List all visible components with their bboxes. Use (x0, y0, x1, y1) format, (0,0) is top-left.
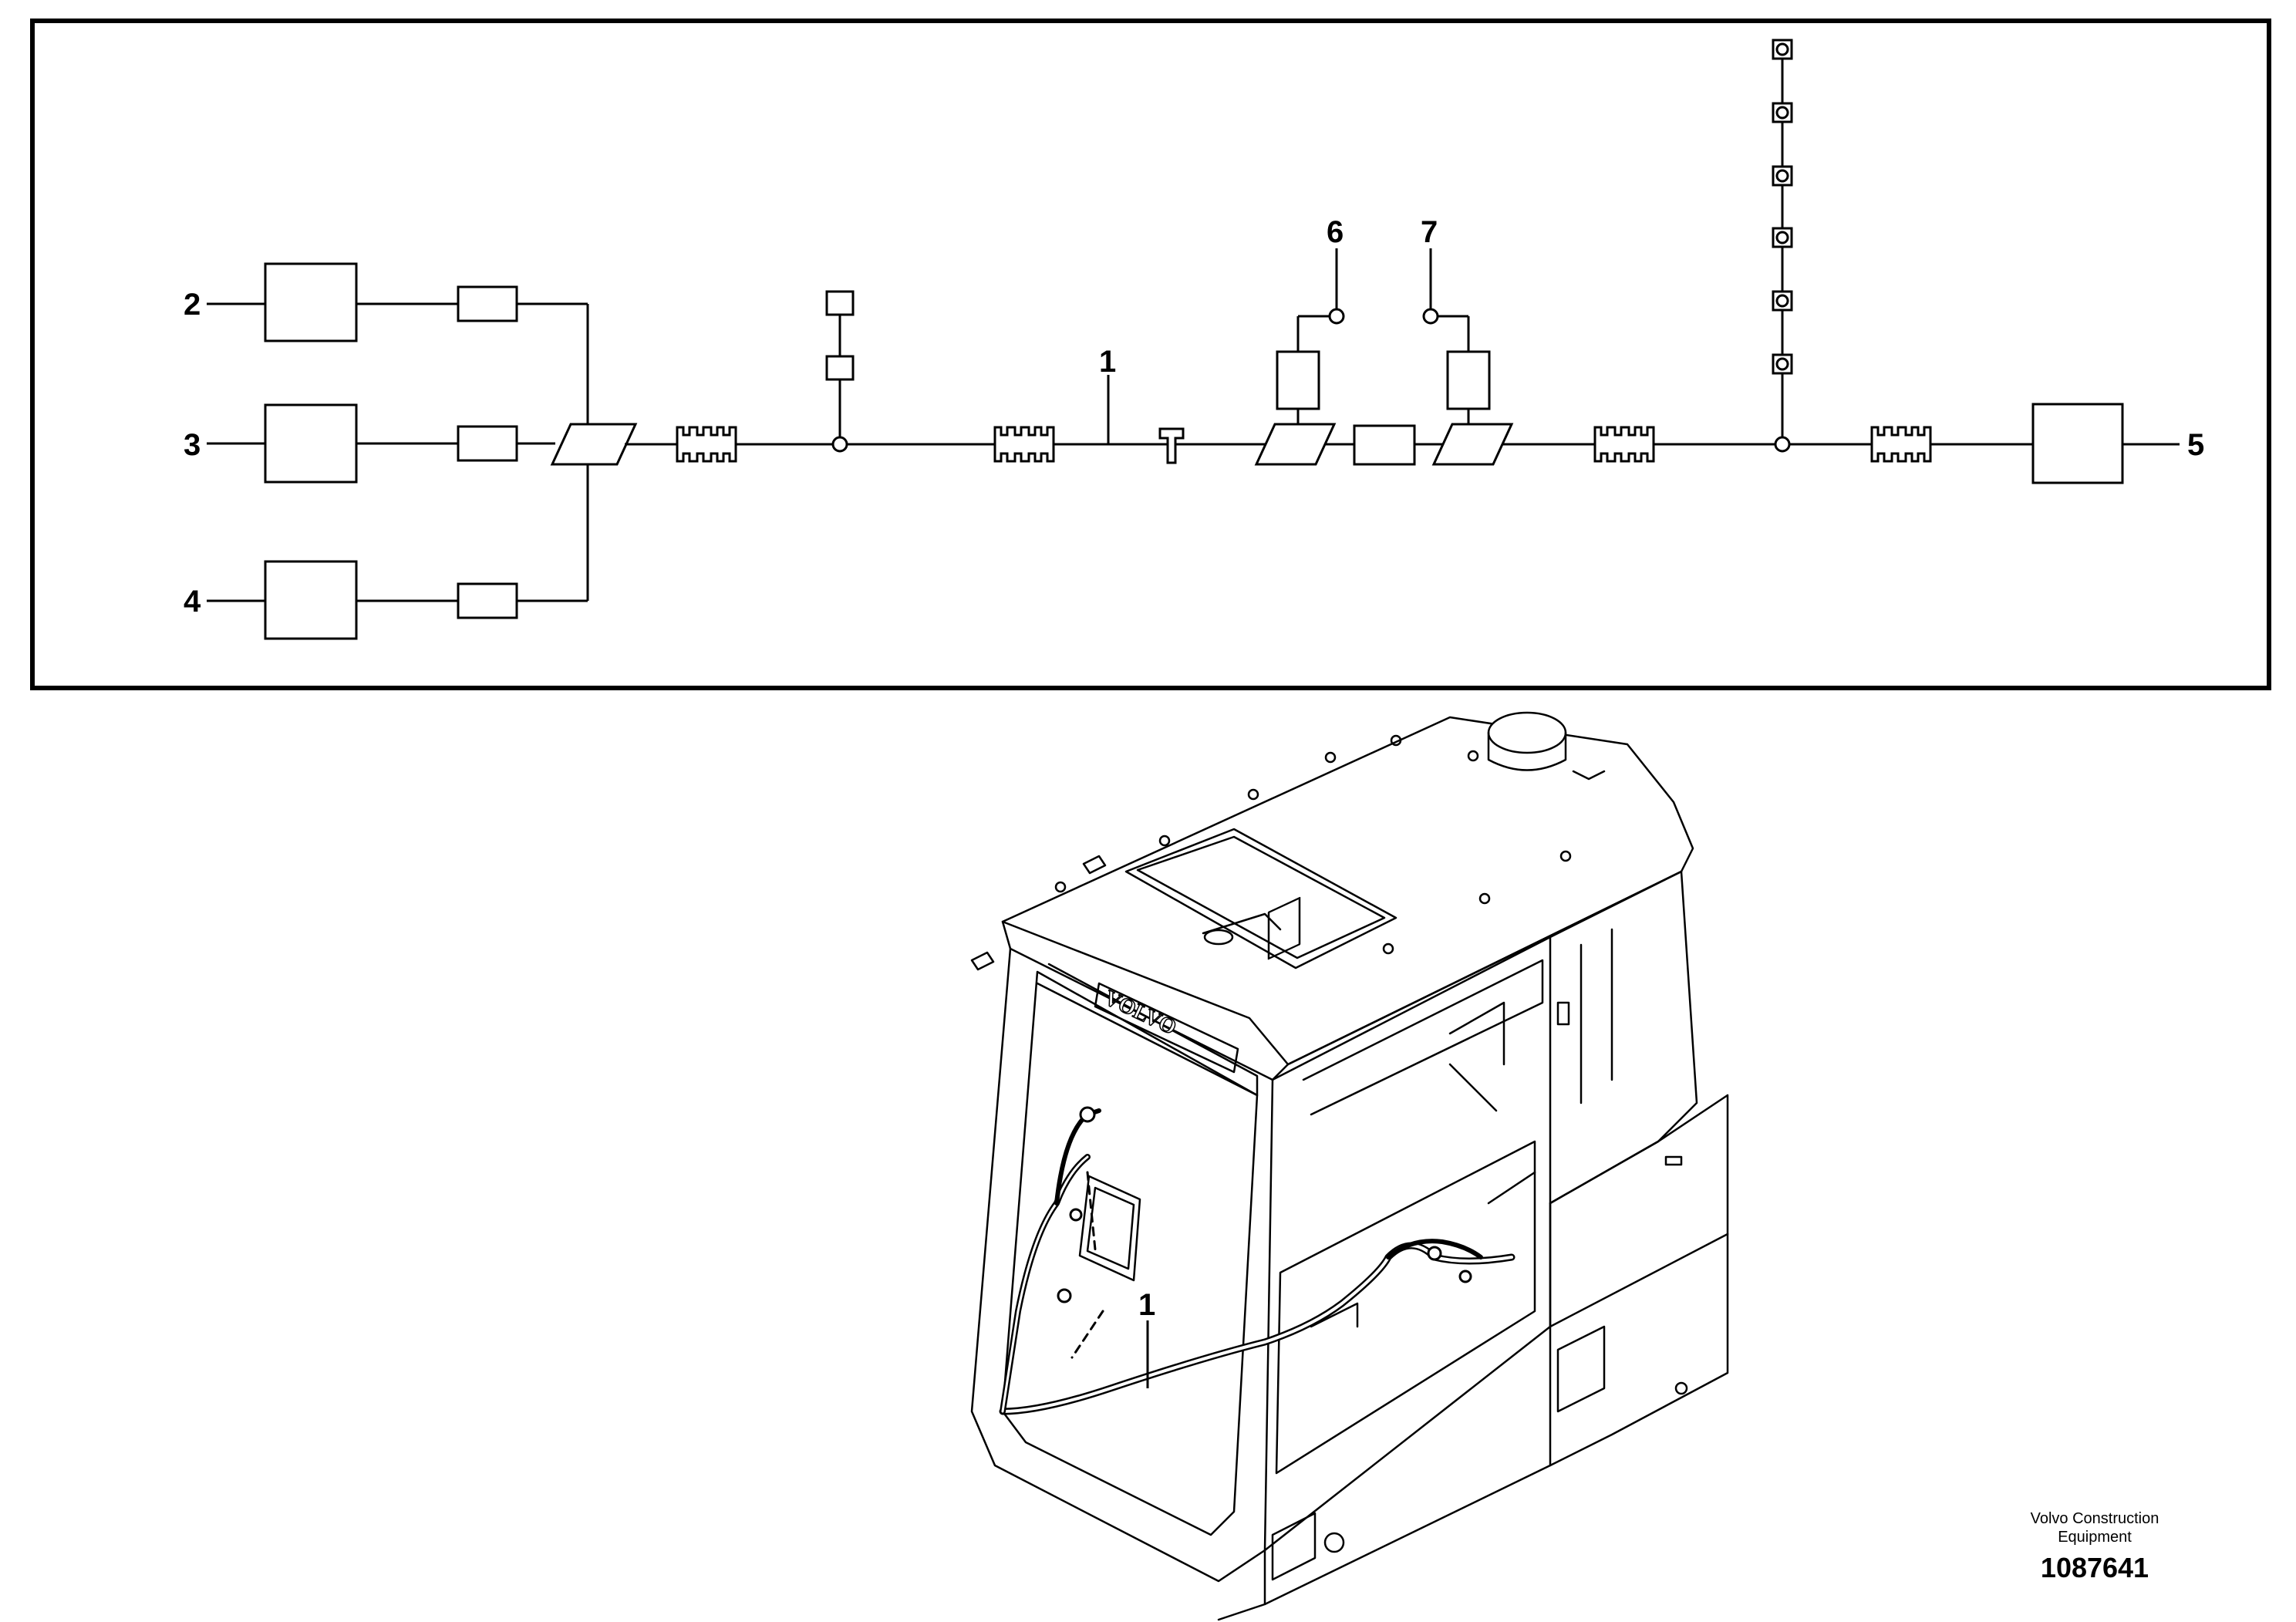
harness-branch-right (1386, 1239, 1483, 1259)
splice-connector (1431, 423, 1514, 466)
splice-connector (550, 423, 638, 466)
chain-connector (1772, 102, 1793, 123)
small-connector (825, 355, 855, 381)
splice-connector (1254, 423, 1337, 466)
module-2 (264, 262, 358, 342)
junction-node (831, 436, 848, 453)
inline-connector (993, 426, 1055, 463)
small-connector (457, 425, 518, 462)
roof-hatch (1124, 828, 1397, 969)
wire-harness (999, 1106, 1515, 1415)
company-name-line1: Volvo Construction (2030, 1510, 2159, 1527)
chain-connector (1772, 165, 1793, 187)
chain-connector (1772, 353, 1793, 375)
t-splice (1158, 427, 1185, 464)
chain-connector (1772, 290, 1793, 312)
side-door-frame (1275, 1140, 1536, 1475)
small-connector (457, 285, 518, 322)
document-number: 1087641 (2040, 1552, 2149, 1583)
roof-edge (1001, 920, 1290, 1081)
terminal-7 (1422, 308, 1439, 325)
junction-node (1774, 436, 1791, 453)
illustration-callout-1: 1 (1138, 1288, 1155, 1322)
publisher-credit: Volvo Construction Equipment 1087641 (1967, 1509, 2222, 1585)
relay-component (1276, 350, 1320, 410)
inline-connector (1593, 426, 1655, 463)
small-connector (457, 582, 518, 619)
callout-3: 3 (184, 428, 201, 462)
base-panel (1267, 896, 1301, 960)
schematic-panel: 2 3 4 1 6 7 5 (30, 19, 2271, 690)
module-3 (264, 403, 358, 484)
cab-front-frame (970, 947, 1274, 1583)
callout-2: 2 (184, 288, 201, 322)
small-connector (825, 290, 855, 316)
harness-branch-upper (1000, 1154, 1091, 1415)
cab-logo: VOLVO (1101, 986, 1180, 1040)
module-5 (2031, 403, 2124, 484)
callout-6: 6 (1327, 215, 1344, 249)
beacon-light (1487, 711, 1567, 754)
module-4 (264, 560, 358, 640)
callout-1: 1 (1099, 345, 1116, 379)
callout-7: 7 (1421, 215, 1438, 249)
inline-connector (1870, 426, 1932, 463)
harness-cable (999, 1242, 1515, 1415)
front-brand-plate (1094, 982, 1239, 1074)
terminal-6 (1328, 308, 1345, 325)
cab-base (1217, 1464, 1552, 1621)
cab-illustration: VOLVO (970, 711, 1729, 1621)
inline-connector (676, 426, 737, 463)
module-inline (1353, 424, 1416, 466)
callout-5: 5 (2187, 428, 2204, 462)
callout-4: 4 (184, 585, 201, 619)
cab-side-frame (1263, 936, 1552, 1552)
chain-connector (1772, 39, 1793, 60)
relay-component (1446, 350, 1491, 410)
chain-connector (1772, 227, 1793, 248)
schematic-frame (30, 19, 2271, 690)
company-name-line2: Equipment (2058, 1529, 2132, 1546)
